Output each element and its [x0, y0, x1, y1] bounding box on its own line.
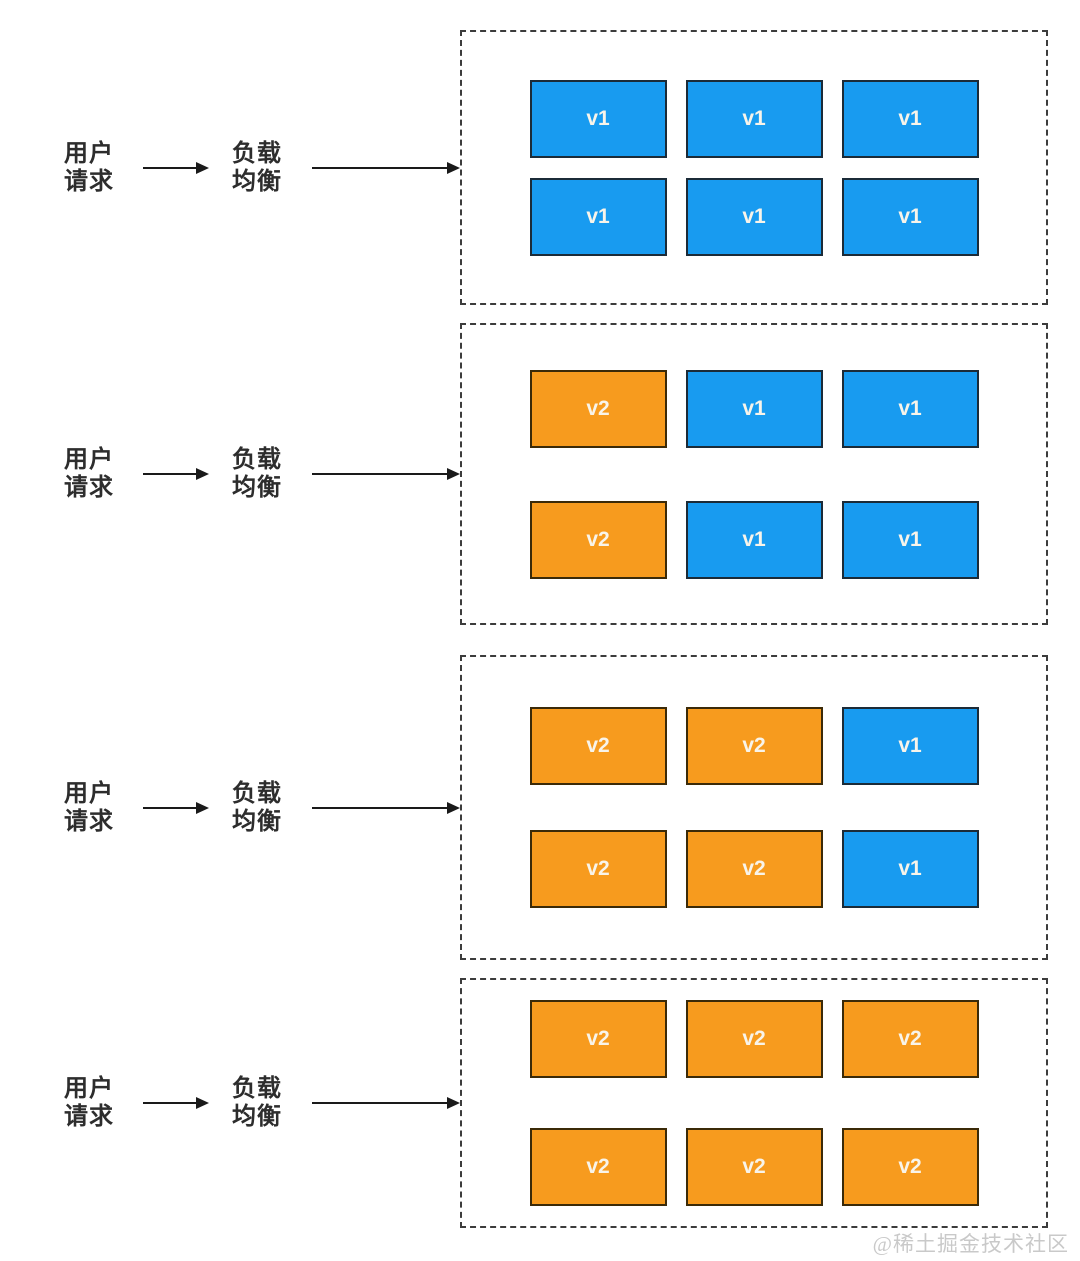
deployment-stage-all-v2: 用户 请求 负载 均衡 v2 v2 v2 v2 v2 v2 [0, 978, 1080, 1228]
user-request-label-line2: 请求 [64, 474, 114, 501]
pod-v1: v1 [841, 177, 979, 256]
load-balancer-label-line2: 均衡 [232, 167, 282, 195]
pod-version-label: v1 [742, 396, 766, 420]
user-request-label: 用户 请求 [64, 780, 114, 836]
pod-v1: v1 [841, 369, 979, 448]
pod-v1: v1 [841, 500, 979, 579]
pod-version-label: v1 [742, 106, 766, 130]
pod-v2: v2 [685, 707, 823, 785]
server-cluster-boundary: v2 v2 v1 v2 v2 v1 [460, 655, 1048, 960]
load-balancer-label-line1: 负载 [232, 1075, 282, 1102]
pod-grid: v2 v1 v1 v2 v1 v1 [529, 369, 979, 579]
pod-version-label: v2 [742, 1027, 766, 1050]
load-balancer-label-line1: 负载 [232, 779, 282, 807]
load-balancer-label: 负载 均衡 [232, 1075, 282, 1131]
pod-v2: v2 [529, 830, 667, 908]
load-balancer-label-line2: 均衡 [232, 1103, 282, 1130]
user-request-label: 用户 请求 [64, 140, 114, 196]
pod-version-label: v2 [742, 734, 766, 757]
user-request-label-line1: 用户 [64, 779, 114, 807]
pod-v2: v2 [529, 707, 667, 785]
pod-version-label: v2 [898, 1155, 922, 1178]
load-balancer-label-line2: 均衡 [232, 474, 282, 501]
pod-version-label: v2 [586, 527, 610, 551]
server-cluster-boundary: v2 v1 v1 v2 v1 v1 [460, 323, 1048, 625]
pod-version-label: v2 [586, 1155, 610, 1178]
load-balancer-label-line1: 负载 [232, 446, 282, 473]
arrow-right-icon [143, 806, 198, 809]
pod-version-label: v1 [898, 734, 922, 757]
load-balancer-label: 负载 均衡 [232, 780, 282, 836]
pod-v1: v1 [685, 177, 823, 256]
pod-version-label: v1 [586, 204, 610, 228]
pod-v2: v2 [529, 1000, 667, 1078]
request-flow: 用户 请求 负载 均衡 [0, 1075, 460, 1131]
pod-version-label: v1 [898, 857, 922, 880]
arrow-right-icon [312, 806, 449, 809]
request-flow: 用户 请求 负载 均衡 [0, 446, 460, 502]
pod-v2: v2 [529, 369, 667, 448]
pod-version-label: v1 [898, 527, 922, 551]
arrow-right-icon [312, 473, 449, 475]
user-request-label-line1: 用户 [64, 446, 114, 473]
arrow-right-icon [143, 166, 198, 169]
deployment-stage-one-third-v2: 用户 请求 负载 均衡 v2 v1 v1 v2 v1 v1 [0, 323, 1080, 625]
arrow-right-icon [143, 473, 198, 475]
deployment-stage-all-v1: 用户 请求 负载 均衡 v1 v1 v1 v1 v1 v1 [0, 30, 1080, 305]
pod-v1: v1 [685, 369, 823, 448]
pod-v1: v1 [841, 830, 979, 908]
pod-version-label: v2 [742, 857, 766, 880]
pod-version-label: v2 [586, 396, 610, 420]
pod-version-label: v1 [898, 396, 922, 420]
pod-v2: v2 [841, 1128, 979, 1206]
pod-version-label: v2 [898, 1027, 922, 1050]
watermark: @稀土掘金技术社区 [872, 1232, 1069, 1256]
pod-version-label: v2 [742, 1155, 766, 1178]
pod-version-label: v2 [586, 1027, 610, 1050]
pod-grid: v2 v2 v2 v2 v2 v2 [529, 1000, 979, 1206]
user-request-label-line2: 请求 [64, 167, 114, 195]
user-request-label: 用户 请求 [64, 446, 114, 502]
pod-v1: v1 [841, 707, 979, 785]
user-request-label: 用户 请求 [64, 1075, 114, 1131]
request-flow: 用户 请求 负载 均衡 [0, 780, 460, 836]
user-request-label-line2: 请求 [64, 807, 114, 835]
request-flow: 用户 请求 负载 均衡 [0, 140, 460, 196]
user-request-label-line2: 请求 [64, 1103, 114, 1130]
arrow-right-icon [312, 1102, 449, 1104]
stage-list: 用户 请求 负载 均衡 v1 v1 v1 v1 v1 v1 用户 请求 负载 均衡 [0, 30, 1080, 1228]
pod-v2: v2 [529, 1128, 667, 1206]
arrow-right-icon [312, 166, 449, 169]
pod-v1: v1 [529, 79, 667, 158]
pod-version-label: v1 [742, 204, 766, 228]
pod-grid: v2 v2 v1 v2 v2 v1 [529, 707, 979, 908]
deployment-stage-two-thirds-v2: 用户 请求 负载 均衡 v2 v2 v1 v2 v2 v1 [0, 655, 1080, 960]
pod-v1: v1 [841, 79, 979, 158]
server-cluster-boundary: v1 v1 v1 v1 v1 v1 [460, 30, 1048, 305]
arrow-right-icon [143, 1102, 198, 1104]
user-request-label-line1: 用户 [64, 1075, 114, 1102]
server-cluster-boundary: v2 v2 v2 v2 v2 v2 [460, 978, 1048, 1228]
pod-version-label: v1 [898, 204, 922, 228]
load-balancer-label: 负载 均衡 [232, 446, 282, 502]
pod-v1: v1 [685, 500, 823, 579]
pod-v1: v1 [685, 79, 823, 158]
pod-v2: v2 [685, 1128, 823, 1206]
load-balancer-label-line2: 均衡 [232, 807, 282, 835]
pod-version-label: v1 [586, 106, 610, 130]
pod-version-label: v1 [742, 527, 766, 551]
pod-v2: v2 [529, 500, 667, 579]
pod-v2: v2 [685, 830, 823, 908]
pod-v2: v2 [685, 1000, 823, 1078]
load-balancer-label-line1: 负载 [232, 139, 282, 167]
pod-v2: v2 [841, 1000, 979, 1078]
user-request-label-line1: 用户 [64, 139, 114, 167]
pod-version-label: v2 [586, 734, 610, 757]
load-balancer-label: 负载 均衡 [232, 140, 282, 196]
pod-grid: v1 v1 v1 v1 v1 v1 [529, 79, 979, 256]
pod-v1: v1 [529, 177, 667, 256]
pod-version-label: v1 [898, 106, 922, 130]
pod-version-label: v2 [586, 857, 610, 880]
